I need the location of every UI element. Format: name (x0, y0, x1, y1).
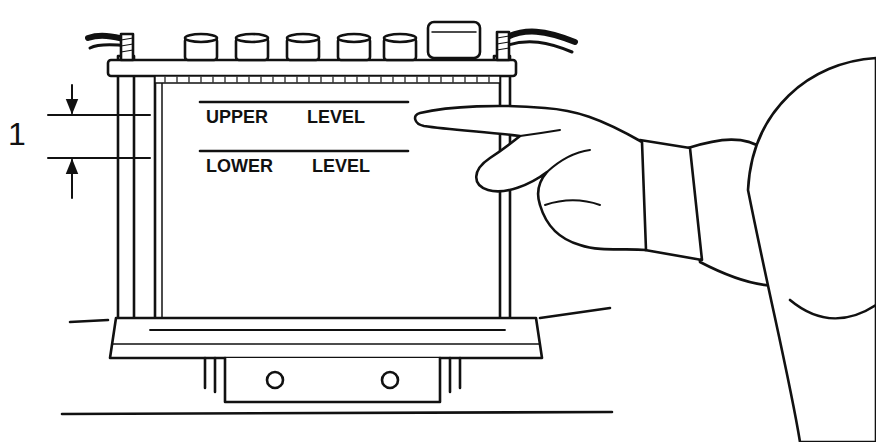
lid-rib (380, 77, 381, 82)
bracket-bolt (267, 372, 283, 388)
bracket-bolt (382, 372, 398, 388)
helmet (748, 58, 876, 442)
lid-rib (200, 77, 201, 82)
lid-rib (284, 77, 285, 82)
level-mark: UPPER LEVEL (206, 108, 365, 126)
dimension-arrow (71, 85, 73, 113)
lid-rib (428, 77, 429, 82)
tray-edge (150, 329, 505, 331)
callout-number: 1 (8, 118, 26, 150)
lid-rib (488, 77, 489, 82)
cell-cap-top (384, 34, 416, 42)
terminal-cover-edge (432, 31, 476, 33)
upper-level-line (200, 101, 408, 104)
lid-rib (176, 77, 177, 82)
level-mark: LOWER LEVEL (206, 157, 370, 175)
lid-rib (188, 77, 189, 82)
lid-rib (344, 77, 345, 82)
terminal-cover (428, 22, 480, 58)
lid-rib (392, 77, 393, 82)
lid-rib (260, 77, 261, 82)
glove-cuff (640, 140, 702, 260)
lid-rib (164, 77, 165, 82)
battery-lid (155, 76, 500, 83)
dimension-arrow (71, 160, 73, 198)
lid-rib (236, 77, 237, 82)
battery-tray (110, 318, 542, 358)
lid-rib (476, 77, 477, 82)
cell-cap-top (236, 34, 268, 42)
finger-crease (520, 130, 600, 205)
lid-rib (440, 77, 441, 82)
lid-rib (272, 77, 273, 82)
dimension-line (48, 114, 150, 116)
lid-rib (296, 77, 297, 82)
hold-down-frame (108, 60, 516, 76)
lid-rib (464, 77, 465, 82)
cable (505, 42, 572, 52)
lid-rib (248, 77, 249, 82)
tray-edge (112, 343, 540, 345)
lower-level-line (200, 150, 408, 153)
lid-rib (320, 77, 321, 82)
lid-rib (224, 77, 225, 82)
floor-line (70, 320, 108, 322)
helmet-edge (790, 300, 876, 318)
mounting-bracket (225, 358, 440, 402)
dimension-line (48, 157, 150, 159)
cell-cap-top (185, 34, 217, 42)
lid-rib (404, 77, 405, 82)
lid-rib (332, 77, 333, 82)
lid-rib (212, 77, 213, 82)
bolt-thread (121, 36, 509, 52)
lid-rib (452, 77, 453, 82)
gloved-hand (415, 106, 646, 250)
cell-cap-top (338, 34, 370, 42)
hold-down-rod (118, 56, 134, 330)
lid-rib (308, 77, 309, 82)
lid-rib (368, 77, 369, 82)
case-edge (161, 78, 163, 330)
cell-cap-top (287, 34, 319, 42)
cable (505, 32, 575, 42)
floor-line (62, 412, 612, 414)
lid-rib (356, 77, 357, 82)
floor-line (540, 308, 610, 318)
lid-rib (416, 77, 417, 82)
